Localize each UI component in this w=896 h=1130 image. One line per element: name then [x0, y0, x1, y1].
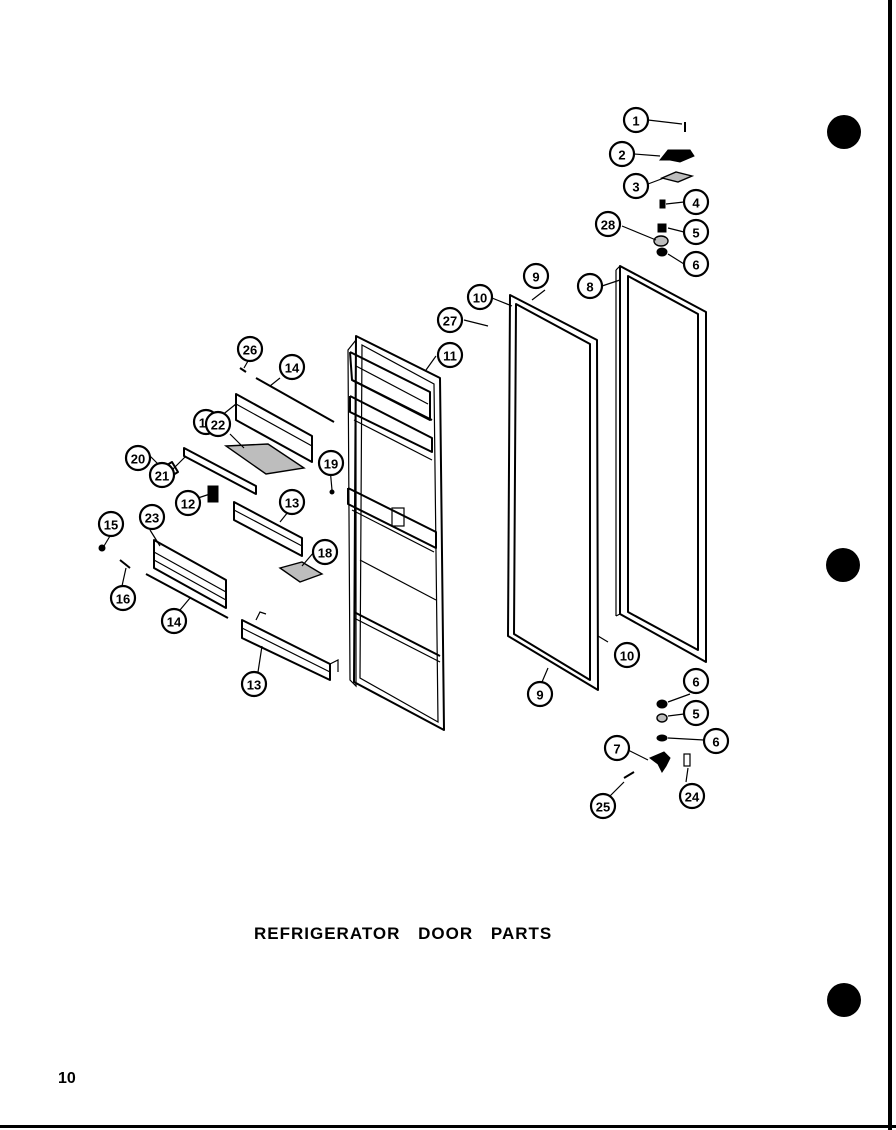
callout-6: 6	[702, 727, 730, 755]
callout-label: 6	[692, 258, 699, 273]
callout-8: 8	[576, 272, 604, 300]
callout-24: 24	[678, 782, 706, 810]
callout-20: 20	[124, 444, 152, 472]
leader-lines	[103, 119, 705, 797]
callout-label: 13	[285, 496, 299, 511]
callout-6: 6	[682, 250, 710, 278]
callout-5: 5	[682, 699, 710, 727]
callout-label: 26	[243, 343, 257, 358]
door-gasket	[507, 294, 599, 691]
bottom-hinge-assembly	[623, 699, 691, 779]
diagram-title: REFRIGERATOR DOOR PARTS	[254, 924, 553, 943]
callout-19: 19	[317, 449, 345, 477]
binder-hole-top	[827, 115, 861, 149]
door-outer-panel	[615, 265, 707, 663]
callout-23: 23	[138, 503, 166, 531]
door-liner	[347, 335, 445, 731]
callout-label: 20	[131, 452, 145, 467]
page-number: 10	[58, 1070, 76, 1087]
shelf-parts	[98, 367, 339, 681]
callout-label: 24	[685, 790, 700, 805]
page-border-bottom	[0, 1125, 896, 1128]
callout-13: 13	[240, 670, 268, 698]
callout-label: 9	[536, 688, 543, 703]
callout-label: 18	[318, 546, 332, 561]
callout-12: 12	[174, 489, 202, 517]
callout-14: 14	[278, 353, 306, 381]
callout-label: 8	[586, 280, 593, 295]
callout-22: 22	[204, 410, 232, 438]
callout-25: 25	[589, 792, 617, 820]
callout-label: 16	[116, 592, 130, 607]
callout-6: 6	[682, 667, 710, 695]
callout-group: 1234562889102711261417222021121319182315…	[97, 106, 730, 820]
page-border-right	[888, 0, 892, 1130]
callout-3: 3	[622, 172, 650, 200]
callout-5: 5	[682, 218, 710, 246]
callout-9: 9	[526, 680, 554, 708]
callout-label: 23	[145, 511, 159, 526]
callout-7: 7	[603, 734, 631, 762]
callout-4: 4	[682, 188, 710, 216]
callout-16: 16	[109, 584, 137, 612]
callout-label: 22	[211, 418, 225, 433]
binder-hole-bottom	[827, 983, 861, 1017]
callout-11: 11	[436, 341, 464, 369]
callout-label: 25	[596, 800, 610, 815]
callout-label: 11	[443, 349, 457, 364]
callout-label: 21	[155, 469, 169, 484]
callout-label: 2	[618, 148, 625, 163]
callout-label: 28	[601, 218, 615, 233]
callout-label: 19	[324, 457, 338, 472]
callout-label: 4	[692, 196, 700, 211]
callout-10: 10	[613, 641, 641, 669]
callout-21: 21	[148, 461, 176, 489]
callout-1: 1	[622, 106, 650, 134]
callout-label: 5	[692, 707, 699, 722]
callout-label: 10	[620, 649, 634, 664]
callout-label: 7	[613, 742, 620, 757]
callout-15: 15	[97, 510, 125, 538]
callout-label: 10	[473, 291, 487, 306]
callout-label: 12	[181, 497, 195, 512]
callout-label: 5	[692, 226, 699, 241]
callout-label: 6	[712, 735, 719, 750]
callout-13: 13	[278, 488, 306, 516]
binder-hole-middle	[826, 548, 860, 582]
callout-label: 27	[443, 314, 457, 329]
callout-27: 27	[436, 306, 464, 334]
callout-label: 9	[532, 270, 539, 285]
callout-label: 1	[632, 114, 639, 129]
callout-label: 13	[247, 678, 261, 693]
callout-2: 2	[608, 140, 636, 168]
callout-label: 14	[285, 361, 300, 376]
callout-10: 10	[466, 283, 494, 311]
callout-label: 14	[167, 615, 182, 630]
callout-18: 18	[311, 538, 339, 566]
callout-28: 28	[594, 210, 622, 238]
callout-9: 9	[522, 262, 550, 290]
top-hinge-assembly	[653, 122, 695, 257]
callout-label: 3	[632, 180, 639, 195]
callout-14: 14	[160, 607, 188, 635]
callout-26: 26	[236, 335, 264, 363]
callout-label: 6	[692, 675, 699, 690]
callout-label: 15	[104, 518, 118, 533]
